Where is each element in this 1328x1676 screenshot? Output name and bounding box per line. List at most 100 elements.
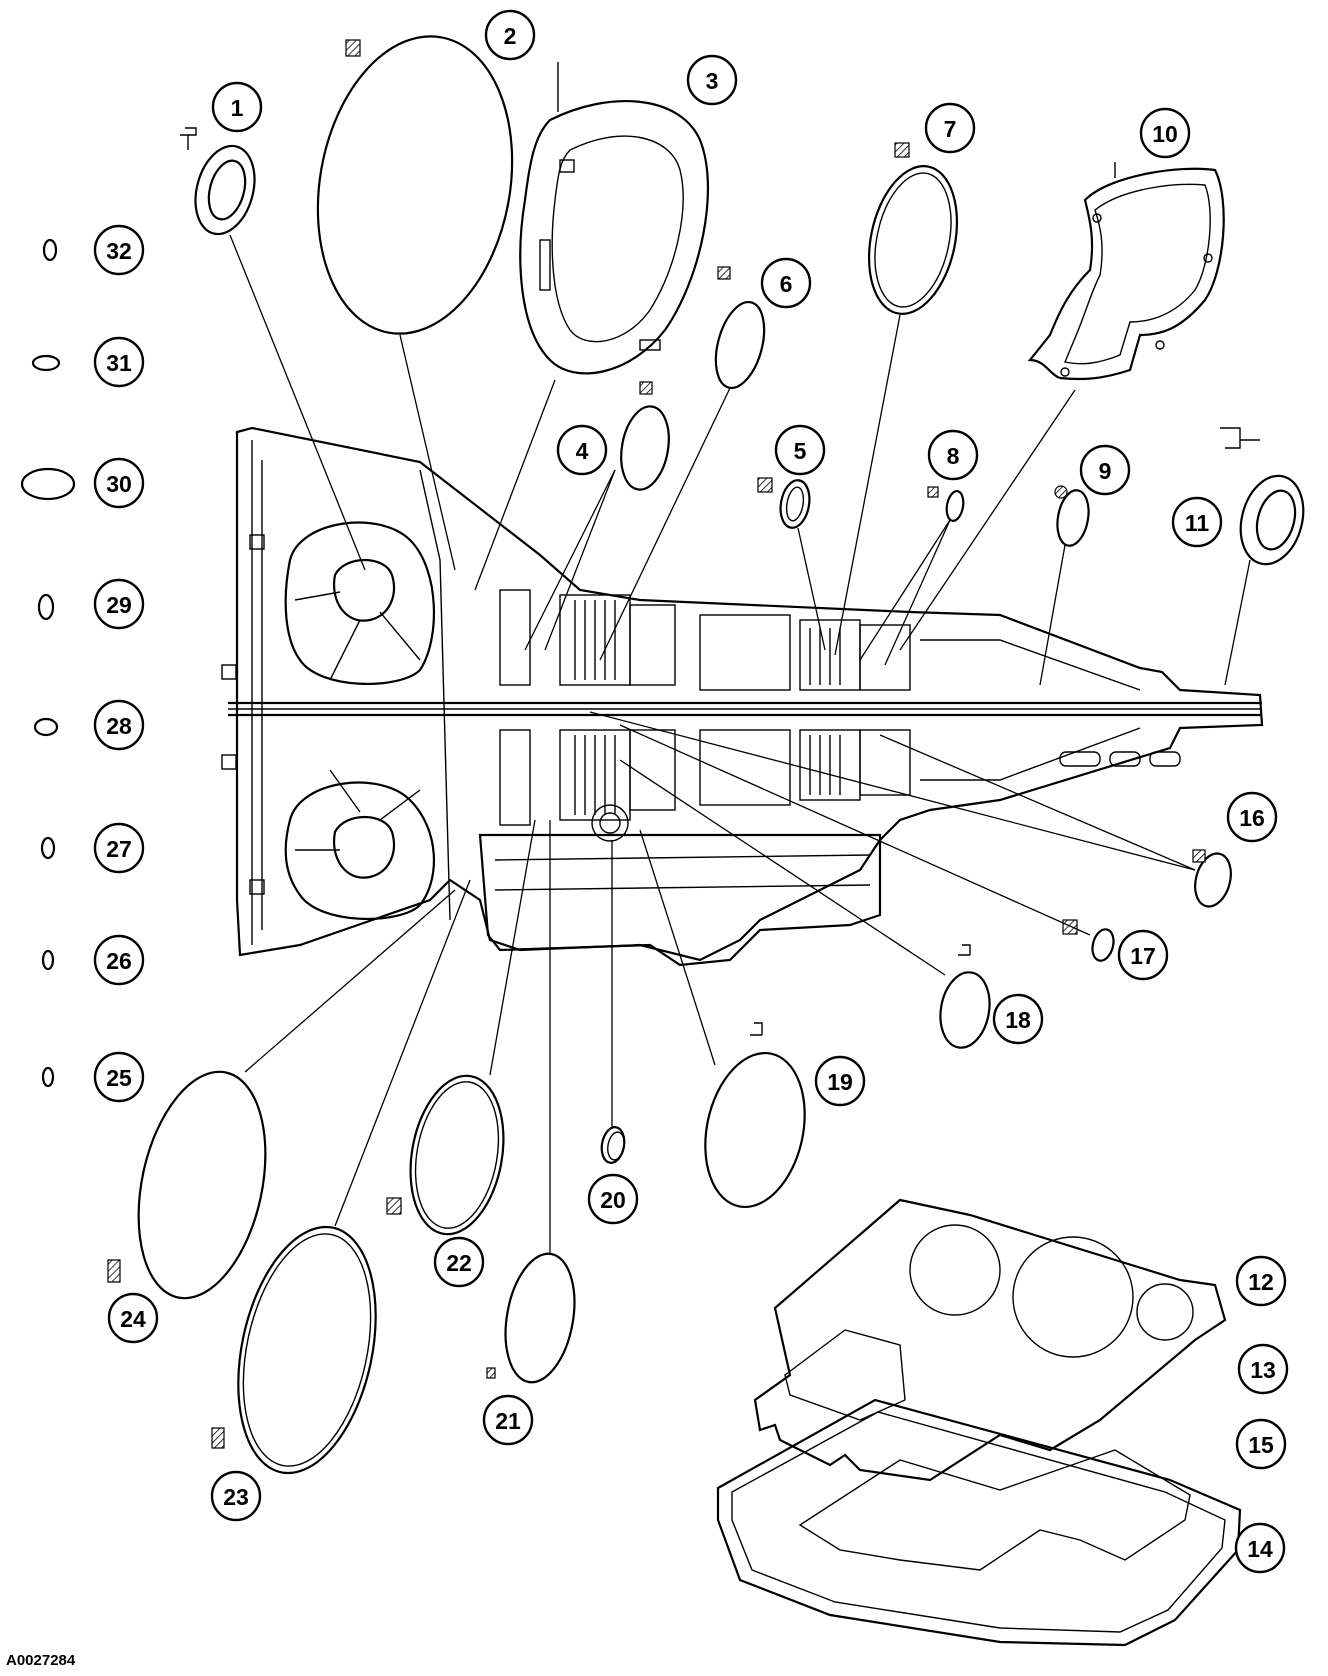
callout-26: 26	[93, 934, 145, 986]
hatch-marker	[1192, 849, 1206, 863]
seal-ring-21	[504, 1252, 576, 1384]
callout-17: 17	[1117, 929, 1169, 981]
callout-27: 27	[93, 822, 145, 874]
callout-circle	[93, 336, 145, 388]
callout-circle	[1226, 791, 1278, 843]
callout-number: 22	[446, 1250, 472, 1276]
o-ring-27	[40, 836, 56, 860]
callout-2: 2	[484, 9, 536, 61]
callout-circle	[1235, 1255, 1287, 1307]
callout-number: 30	[106, 471, 132, 497]
callout-30: 30	[93, 457, 145, 509]
callout-15: 15	[1235, 1418, 1287, 1470]
callout-circle	[774, 424, 826, 476]
seal-ring-9	[1056, 489, 1090, 547]
hatch-marker	[639, 381, 653, 395]
hatch-marker	[345, 39, 361, 57]
clutch-pack-upper	[499, 589, 911, 691]
callout-number: 29	[106, 592, 132, 618]
callout-31: 31	[93, 336, 145, 388]
oil-pan-gasket	[716, 1398, 1242, 1647]
callout-circle	[93, 224, 145, 276]
callout-circle	[760, 257, 812, 309]
callout-number: 25	[106, 1065, 132, 1091]
parts	[20, 35, 1305, 1647]
hatch-marker	[1062, 919, 1078, 935]
callout-circle	[107, 1292, 159, 1344]
o-ring-2	[316, 35, 514, 335]
callout-circle	[93, 1051, 145, 1103]
figure-id: A0027284	[6, 1652, 76, 1669]
callout-14: 14	[1234, 1522, 1286, 1574]
callout-10: 10	[1139, 107, 1191, 159]
callout-circle	[1171, 496, 1223, 548]
callout-6: 6	[760, 257, 812, 309]
pump-gasket	[519, 100, 710, 375]
callout-circle	[924, 102, 976, 154]
callout-circle	[992, 993, 1044, 1045]
callout-3: 3	[686, 54, 738, 106]
callout-circle	[484, 9, 536, 61]
callout-circle	[587, 1173, 639, 1225]
callout-circle	[211, 81, 263, 133]
seal-ring-22	[409, 1074, 505, 1236]
callout-number: 20	[600, 1187, 626, 1213]
callout-number: 7	[944, 116, 957, 142]
o-ring-25	[41, 1066, 55, 1088]
seal-ring-17	[1091, 928, 1115, 962]
seal-ring-24	[137, 1070, 267, 1300]
callout-4: 4	[556, 424, 608, 476]
callout-number: 19	[827, 1069, 853, 1095]
hatch-marker	[894, 142, 910, 158]
seal-ring-19	[704, 1051, 806, 1209]
callout-number: 18	[1005, 1007, 1031, 1033]
extension-housing-gasket	[1027, 167, 1225, 381]
callout-number: 3	[706, 68, 719, 94]
callout-25: 25	[93, 1051, 145, 1103]
extension-housing-seal	[1220, 427, 1305, 566]
callout-number: 13	[1250, 1357, 1276, 1383]
seal-ring-18	[939, 971, 991, 1049]
callout-8: 8	[927, 429, 979, 481]
callout-circle	[93, 699, 145, 751]
callout-number: 2	[504, 23, 517, 49]
callout-7: 7	[924, 102, 976, 154]
callout-number: 15	[1248, 1432, 1274, 1458]
callout-circle	[1139, 107, 1191, 159]
bushing-20	[600, 1126, 626, 1164]
callout-number: 21	[495, 1408, 521, 1434]
seal-ring-4	[620, 405, 670, 491]
callout-number: 23	[223, 1484, 249, 1510]
callout-circle	[93, 457, 145, 509]
callout-number: 28	[106, 713, 132, 739]
callout-18: 18	[992, 993, 1044, 1045]
leader-lines	[229, 234, 1251, 1255]
callout-number: 17	[1130, 943, 1156, 969]
callout-number: 10	[1152, 121, 1178, 147]
callout-11: 11	[1171, 496, 1223, 548]
o-ring-31	[31, 354, 61, 372]
callout-number: 11	[1185, 510, 1210, 536]
transmission-assembly	[221, 426, 1264, 967]
o-ring-26	[41, 949, 55, 971]
seal-ring-16	[1194, 852, 1232, 908]
o-ring-28	[33, 717, 59, 737]
callout-circle	[927, 429, 979, 481]
callout-5: 5	[774, 424, 826, 476]
hatch-marker	[757, 477, 773, 493]
callout-circle	[93, 934, 145, 986]
callout-16: 16	[1226, 791, 1278, 843]
callout-number: 4	[576, 438, 589, 464]
seal-ring-5	[779, 479, 811, 529]
callout-12: 12	[1235, 1255, 1287, 1307]
o-ring-30	[20, 467, 76, 501]
callout-number: 8	[947, 443, 960, 469]
callout-28: 28	[93, 699, 145, 751]
hatch-marker	[486, 1367, 496, 1379]
callout-number: 24	[120, 1306, 146, 1332]
o-ring-29	[37, 593, 55, 621]
callout-21: 21	[482, 1394, 534, 1446]
callout-circle	[1235, 1418, 1287, 1470]
